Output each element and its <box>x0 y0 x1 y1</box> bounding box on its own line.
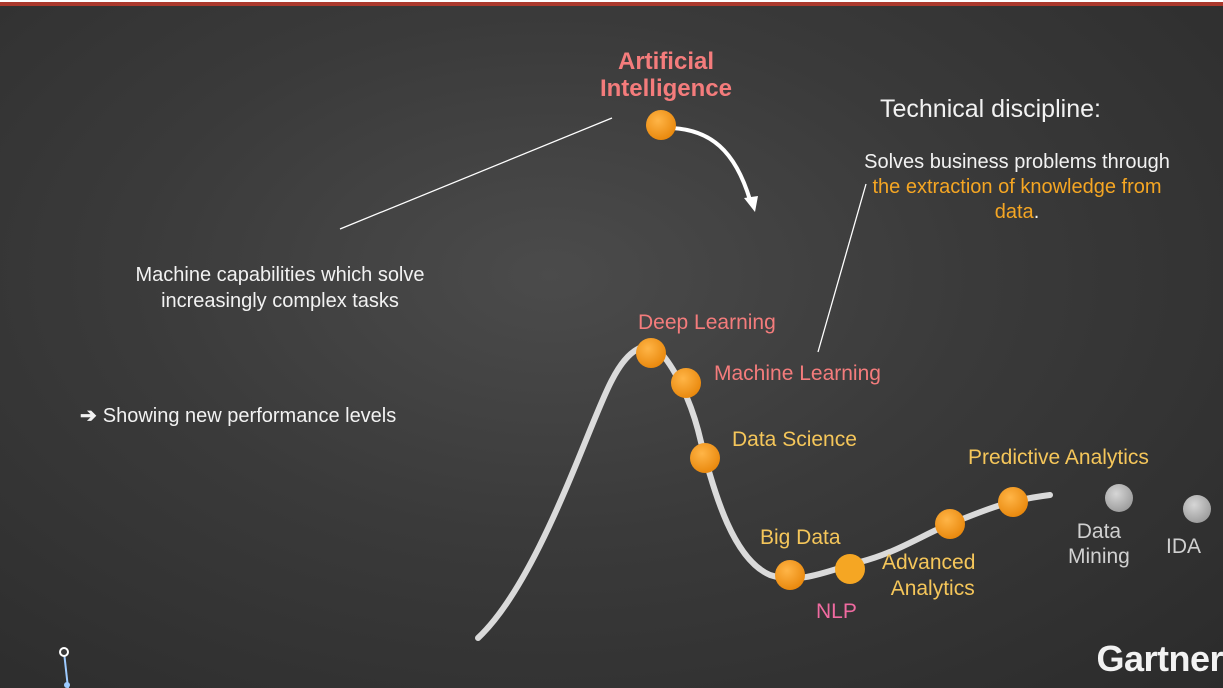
label-data-mining-line1: Data <box>1076 520 1122 543</box>
ai-title: Artificial Intelligence <box>596 48 736 102</box>
label-advanced-analytics-line2: Analytics <box>890 577 975 600</box>
big-data-dot <box>775 560 805 590</box>
ai-dot <box>646 110 676 140</box>
advanced-analytics-dot <box>935 509 965 539</box>
label-big-data: Big Data <box>760 526 841 549</box>
performance-text: Showing new performance levels <box>102 405 397 427</box>
label-advanced-analytics-line1: Advanced <box>882 551 976 574</box>
ai-title-line1: Artificial <box>617 48 715 75</box>
technical-discipline-body: Solves business problems through the ext… <box>852 150 1182 225</box>
ai-arrow-head <box>744 196 758 212</box>
ida-dot <box>1183 495 1211 523</box>
label-nlp: NLP <box>816 600 857 623</box>
deep-learning-dot <box>636 338 666 368</box>
ai-title-line2: Intelligence <box>599 75 733 102</box>
gartner-logo: Gartner <box>1096 638 1223 679</box>
machine-learning-dot <box>671 368 701 398</box>
pointer-line-machine-capabilities <box>339 117 613 230</box>
machine-capabilities-text: Machine capabilities which solve increas… <box>135 264 425 312</box>
hype-curve <box>475 343 1053 641</box>
label-machine-learning: Machine Learning <box>714 362 881 385</box>
label-data-mining-line2: Mining <box>1068 545 1130 568</box>
data-mining-dot <box>1105 484 1133 512</box>
pointer-line-technical <box>817 183 867 353</box>
nlp-dot <box>835 554 865 584</box>
technical-body-highlight: the extraction of knowledge from data <box>872 176 1162 223</box>
corner-ornament-line <box>63 651 69 688</box>
label-data-mining: Data Mining <box>1068 519 1130 569</box>
technical-body-end: . <box>1033 201 1040 223</box>
technical-discipline-title: Technical discipline: <box>880 95 1101 123</box>
top-banner-strip <box>0 0 1223 6</box>
label-data-science: Data Science <box>732 428 857 451</box>
corner-ornament-node <box>59 647 69 657</box>
label-advanced-analytics: Advanced Analytics <box>882 550 975 602</box>
corner-ornament-node-lower <box>64 682 70 688</box>
data-science-dot <box>690 443 720 473</box>
label-deep-learning: Deep Learning <box>638 311 776 334</box>
performance-bullet: ➔Showing new performance levels <box>80 403 396 428</box>
predictive-analytics-dot <box>998 487 1028 517</box>
right-arrow-icon: ➔ <box>80 405 97 427</box>
top-banner-edge <box>0 0 1223 2</box>
ai-arrow-shaft <box>670 126 752 202</box>
technical-body-text: Solves business problems through <box>864 151 1170 173</box>
label-ida: IDA <box>1166 535 1202 558</box>
label-predictive-analytics: Predictive Analytics <box>968 446 1149 469</box>
